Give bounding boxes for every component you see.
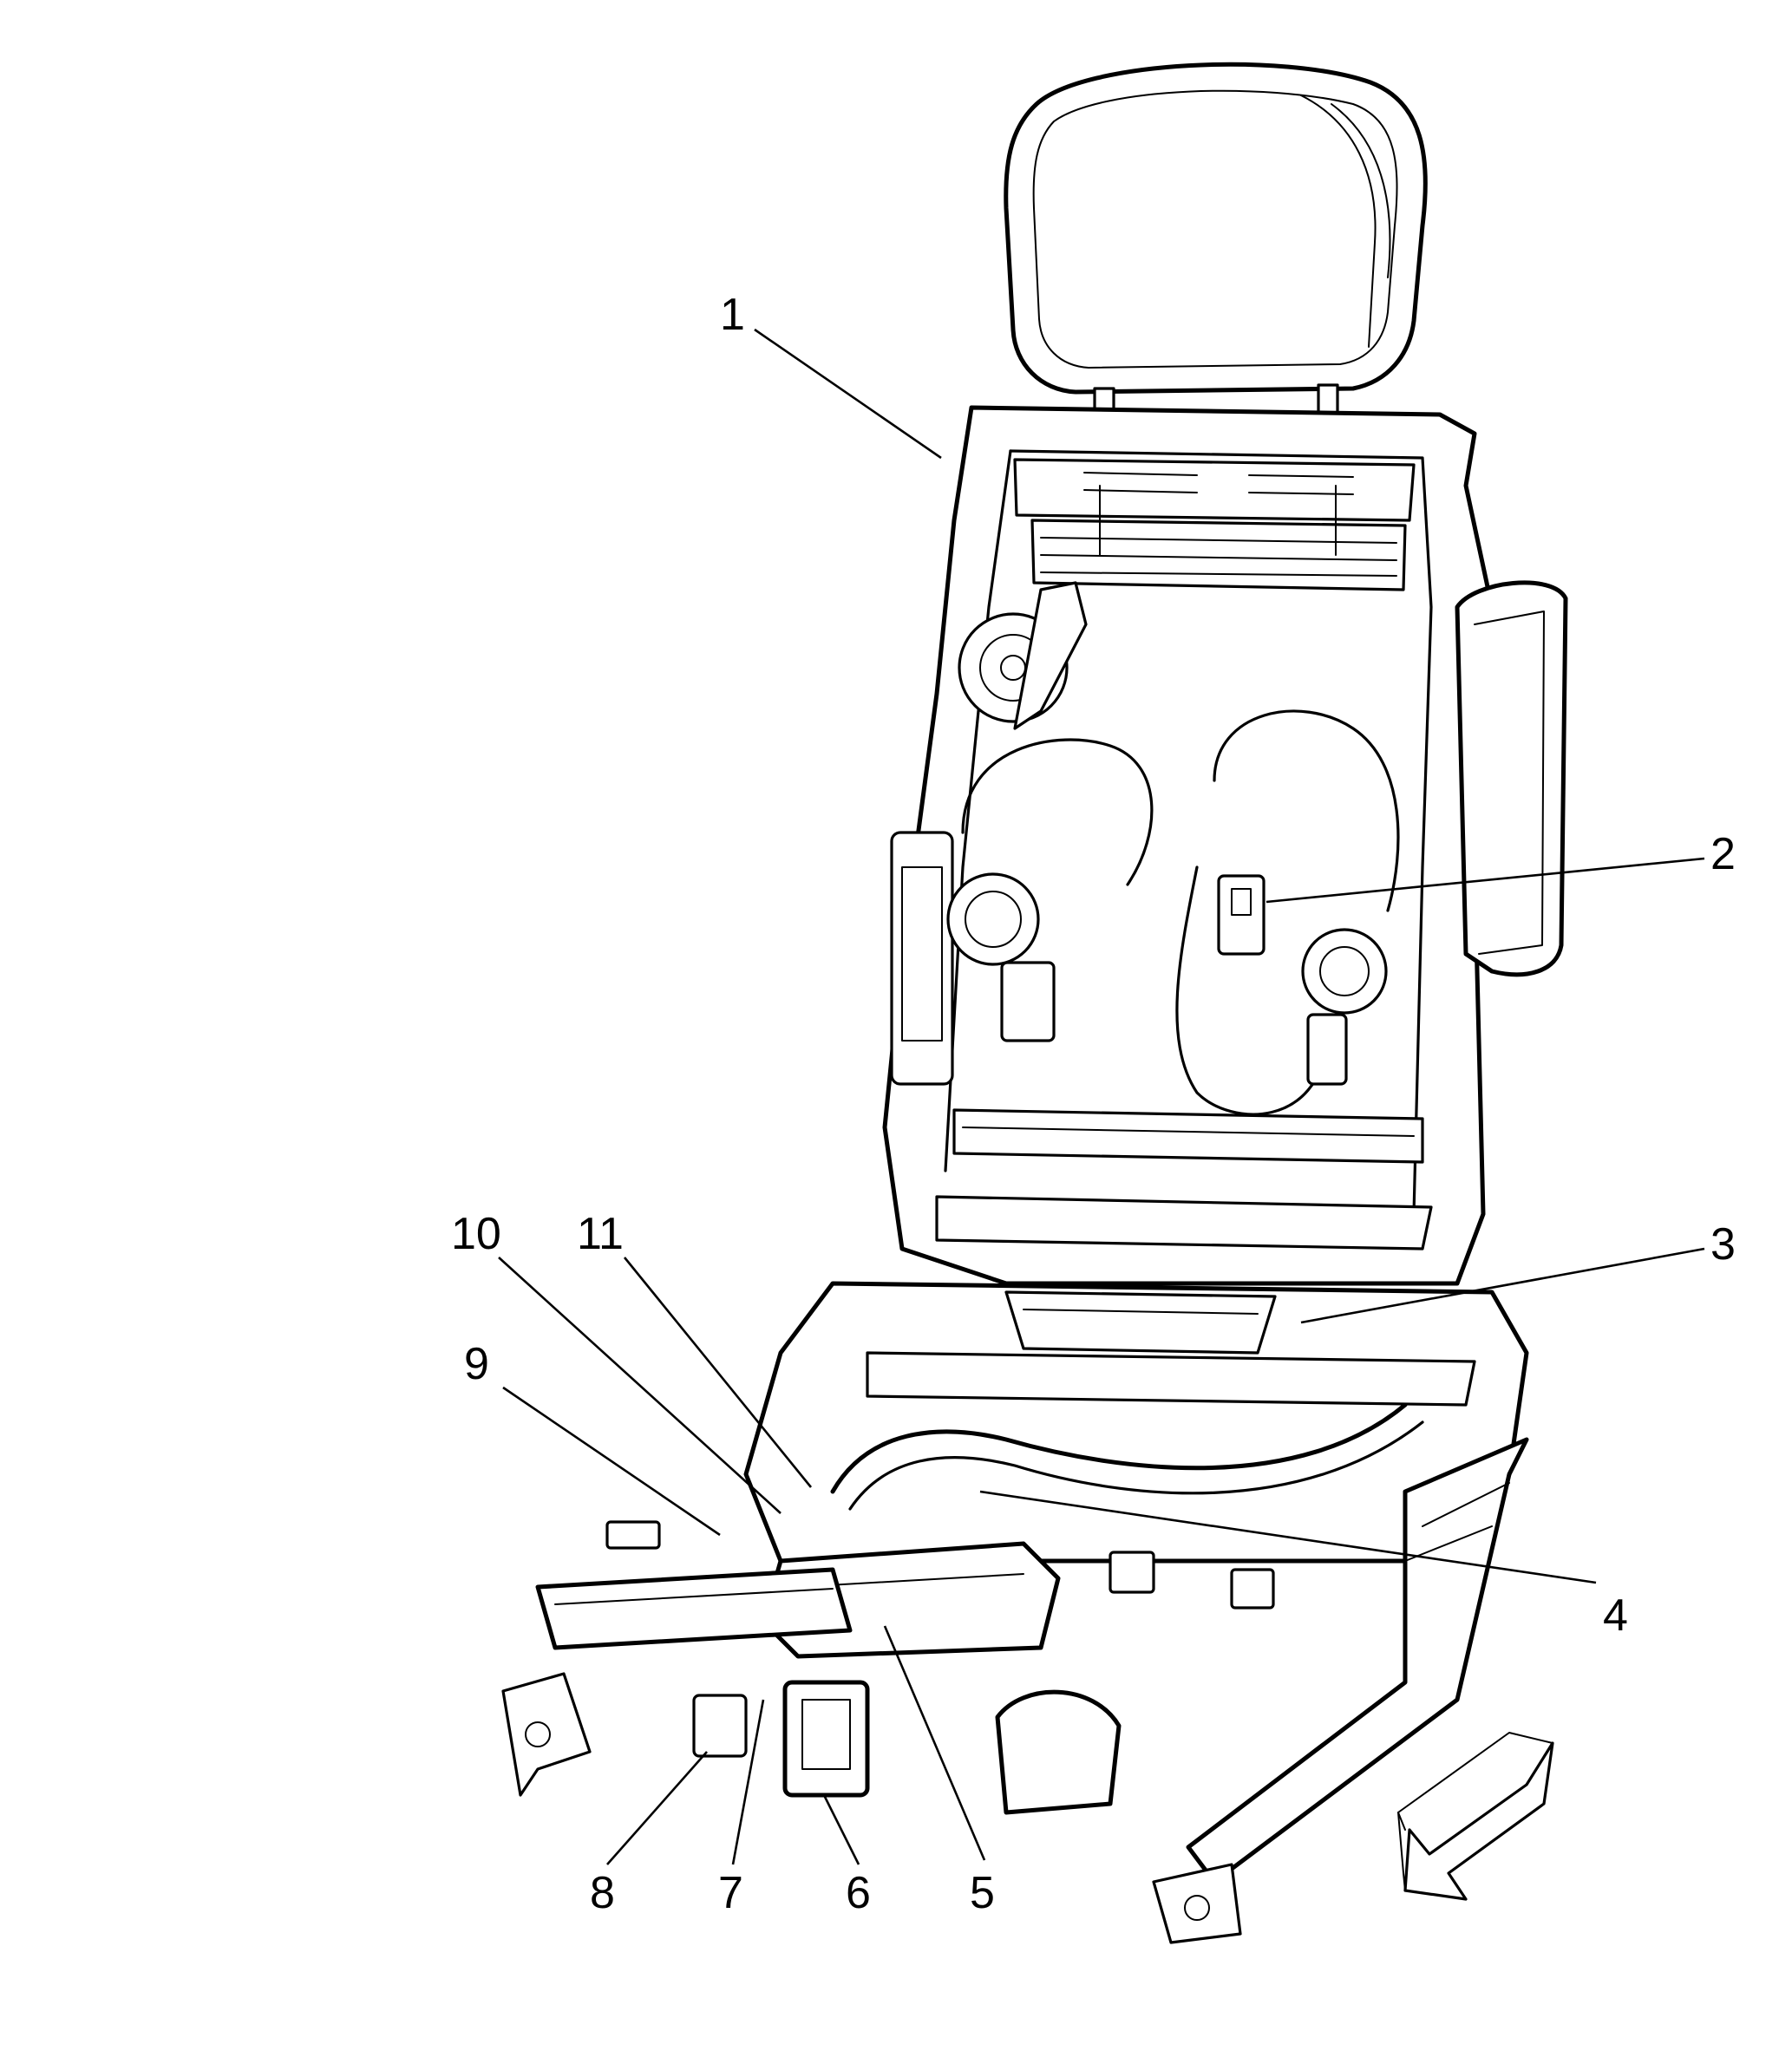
leader-11 <box>623 1257 813 1488</box>
leader-10 <box>498 1257 782 1514</box>
callout-labels: 1 2 3 4 5 6 7 8 9 10 11 <box>451 290 1736 1918</box>
leader-8 <box>606 1751 708 1865</box>
leader-1 <box>754 328 942 460</box>
leader-7 <box>731 1699 765 1865</box>
leader-9 <box>502 1386 721 1537</box>
leader-2 <box>1266 857 1705 904</box>
headrest <box>1004 62 1428 430</box>
callout-4: 4 <box>1603 1590 1628 1641</box>
callout-9: 9 <box>464 1339 489 1389</box>
callout-2: 2 <box>1710 829 1736 879</box>
leader-lines <box>498 328 1705 1865</box>
leader-3 <box>1300 1247 1705 1324</box>
seat-cushion-frame <box>501 1281 1529 1944</box>
leader-6 <box>822 1794 860 1865</box>
callout-3: 3 <box>1710 1219 1736 1270</box>
callout-1: 1 <box>720 290 745 340</box>
leader-4 <box>979 1490 1597 1584</box>
callout-6: 6 <box>846 1868 871 1918</box>
callout-7: 7 <box>718 1868 743 1918</box>
callout-8: 8 <box>590 1868 615 1918</box>
callout-10: 10 <box>451 1209 501 1259</box>
leader-5 <box>883 1625 986 1861</box>
callout-5: 5 <box>970 1868 995 1918</box>
callout-11: 11 <box>577 1209 624 1259</box>
seat-back-frame <box>882 405 1568 1286</box>
front-direction-arrow-icon <box>1397 1732 1554 1901</box>
